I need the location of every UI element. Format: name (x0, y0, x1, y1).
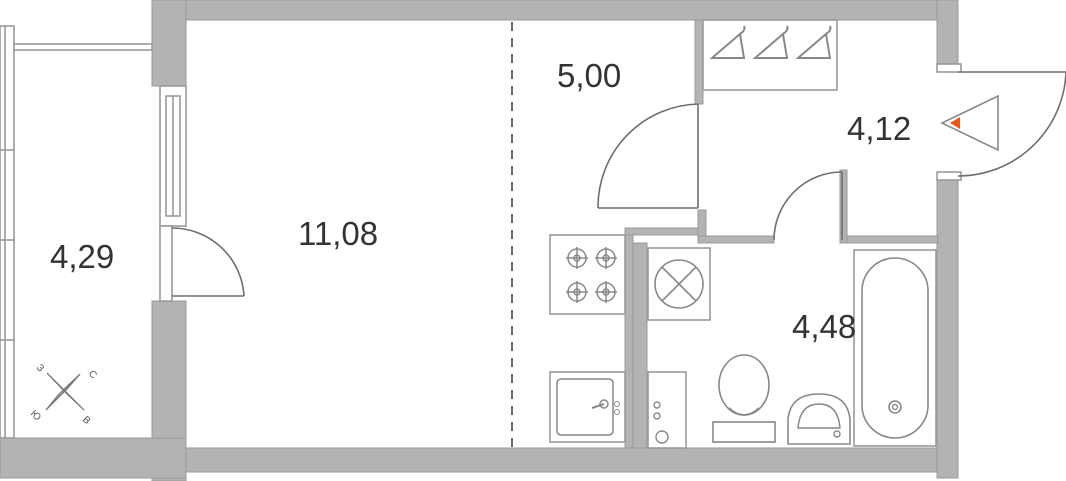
bath-corridor-wall (839, 169, 848, 244)
stove-icon (549, 234, 626, 315)
bathroom-area-label: 4,48 (792, 308, 856, 345)
top-wall (151, 0, 959, 21)
kitchen-sink-icon (549, 371, 626, 443)
compass-west: З (34, 362, 46, 374)
balcony-door[interactable] (159, 225, 245, 302)
entrance-door[interactable] (936, 63, 1066, 181)
washbasin-icon (787, 393, 851, 445)
kitchen-area-label: 5,00 (557, 57, 621, 94)
toilet-icon (712, 354, 776, 443)
bath-top-wall-right (845, 235, 939, 244)
balcony-glazing (0, 25, 15, 439)
hallway-area-label: 4,12 (847, 110, 911, 147)
right-wall-lower (936, 175, 959, 479)
left-wall-upper (151, 0, 187, 87)
washing-machine-icon (647, 371, 687, 449)
bottom-wall (151, 447, 959, 473)
living-room-area-label: 11,08 (298, 215, 378, 252)
ventilation-shaft-icon (647, 247, 711, 321)
balcony-area-label: 4,29 (50, 238, 114, 275)
wardrobe (702, 19, 838, 91)
compass-south: Ю (28, 408, 43, 423)
entrance-marker-icon (940, 94, 999, 152)
compass-rose-icon: С З В Ю (28, 362, 99, 427)
balcony-rail (13, 43, 153, 51)
hallway-door[interactable] (597, 103, 699, 209)
kitchen-bath-wall-h (624, 227, 706, 236)
walls (0, 0, 959, 481)
bathtub-icon (853, 249, 937, 447)
bath-inner-wall (632, 242, 648, 449)
bath-top-wall (697, 235, 775, 244)
bathroom-door[interactable] (773, 171, 843, 241)
balcony-frame (0, 25, 153, 439)
window (159, 85, 187, 227)
balcony-bottom-wall (0, 437, 187, 479)
closet-left-wall (694, 19, 704, 105)
hanger-icon (709, 25, 832, 59)
compass-north: С (86, 368, 99, 381)
right-wall-upper (936, 0, 959, 69)
compass-east: В (80, 414, 93, 427)
kitchen-bath-wall-v (624, 227, 634, 449)
